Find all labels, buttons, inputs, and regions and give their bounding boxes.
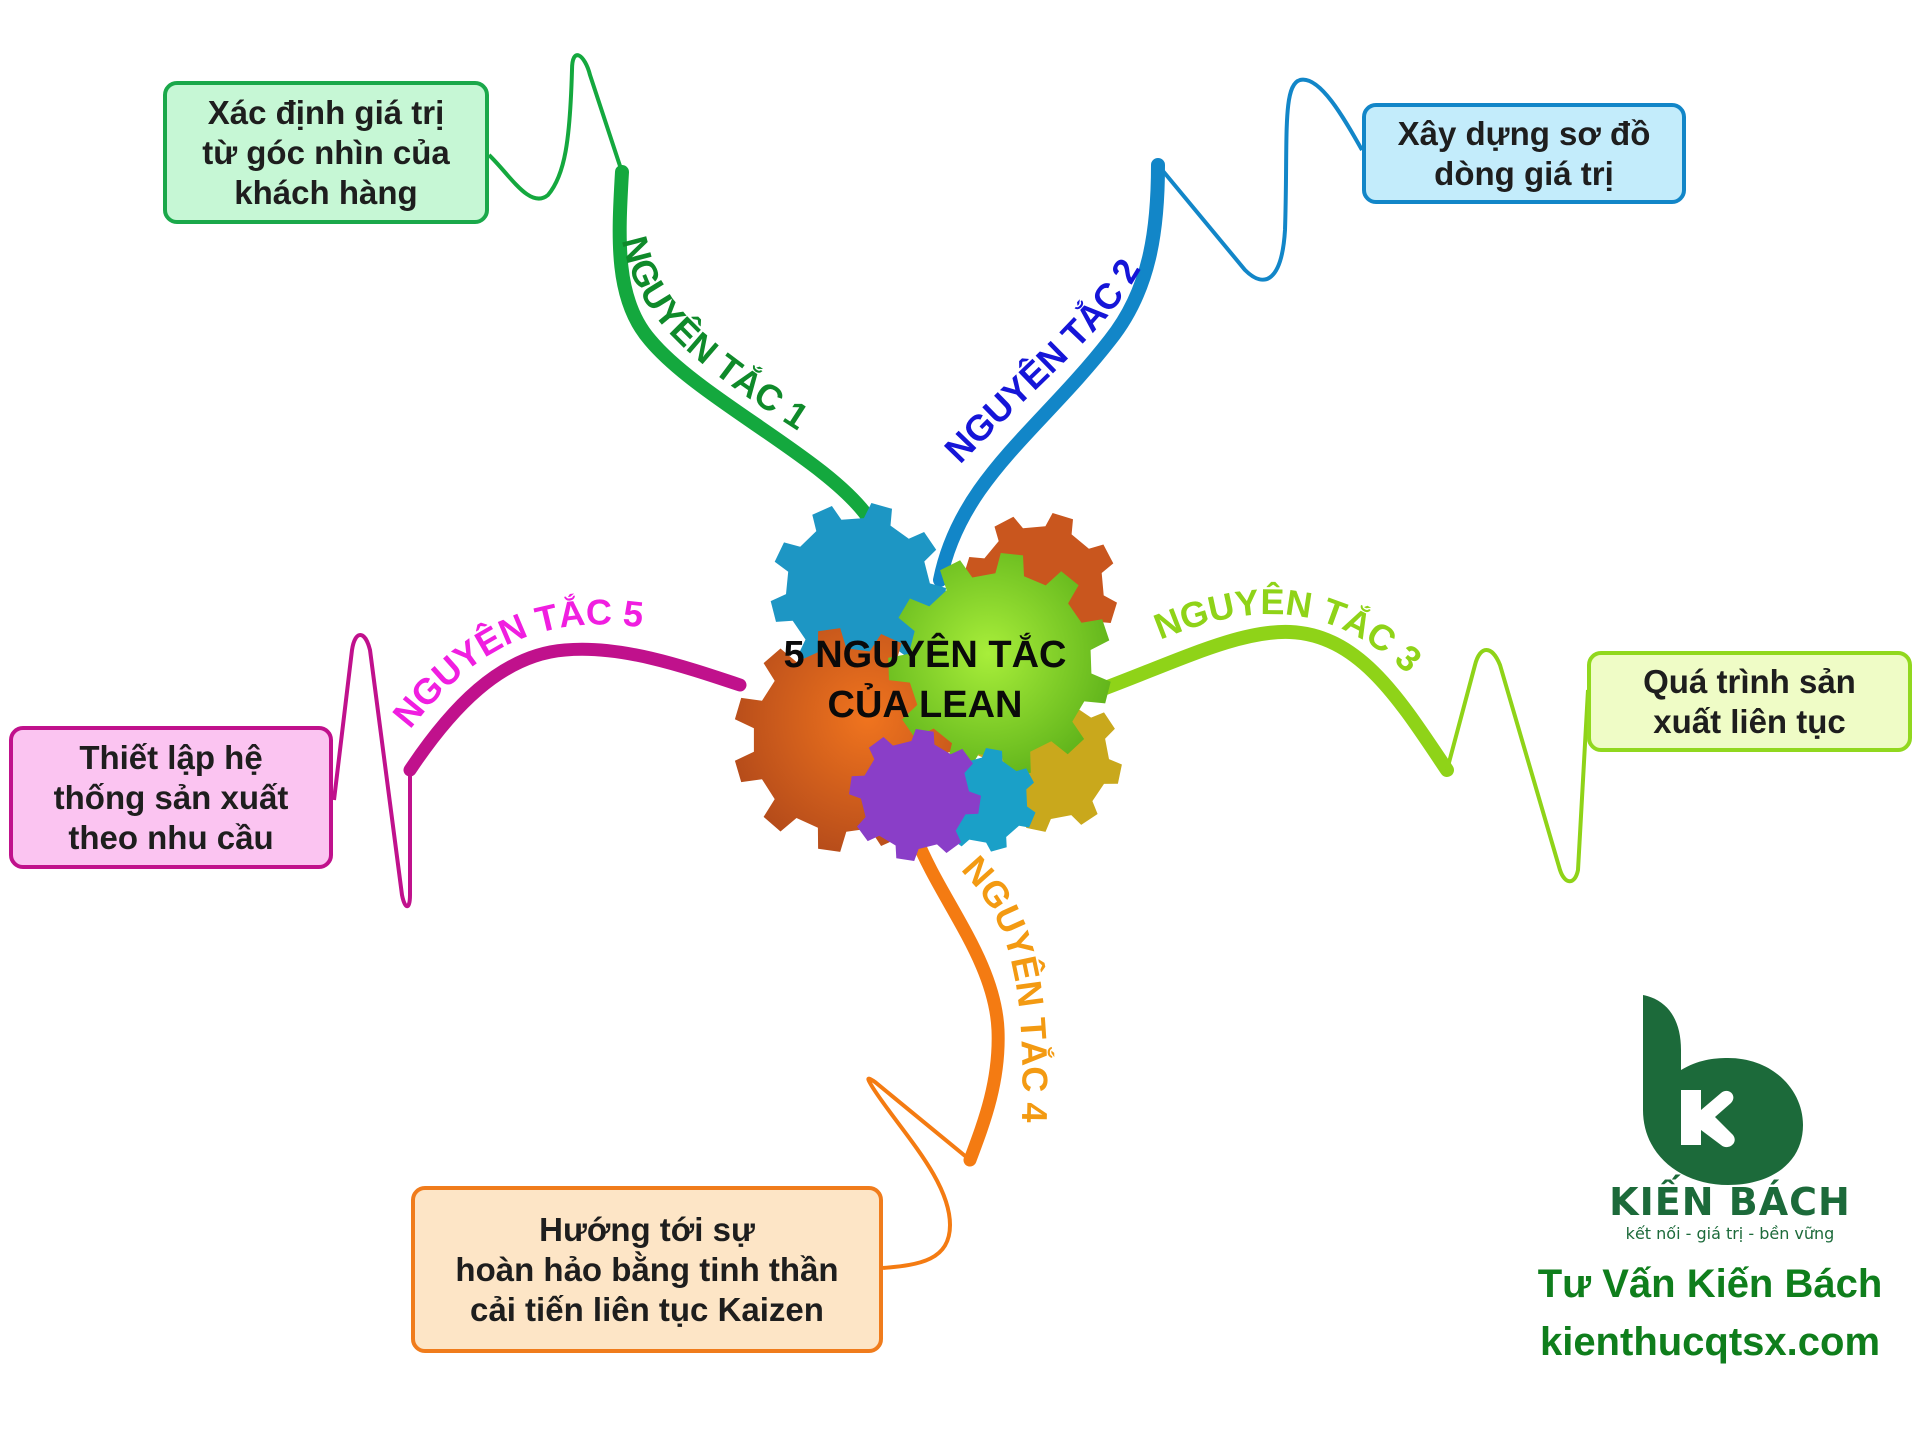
- branch-3-thick-line: [1093, 624, 1454, 777]
- branch-4: NGUYÊN TẮC 4: [866, 828, 1056, 1270]
- branch-1: NGUYÊN TẮC 1: [487, 53, 877, 527]
- brand-name: KIẾN BÁCH: [1609, 1180, 1851, 1224]
- principle-2-box: Xây dựng sơ đồ dòng giá trị: [1362, 103, 1686, 204]
- kien-bach-logo-icon: [1643, 995, 1803, 1185]
- footer-company-name: Tư Vấn Kiến Bách: [1537, 1262, 1883, 1306]
- branch-3-thin-line: [1445, 648, 1590, 884]
- branch-5-thin-line: [332, 633, 412, 909]
- branch-1-thin-line: [487, 53, 624, 201]
- gear-purple-icon: [849, 729, 981, 861]
- branch-5-thick-line: [403, 642, 747, 777]
- principle-3-box: Quá trình sản xuất liên tục: [1587, 651, 1912, 752]
- central-topic-title: 5 NGUYÊN TẮC CỦA LEAN: [783, 634, 1067, 726]
- gear-blue-icon: [770, 503, 946, 678]
- principle-1-box: Xác định giá trị từ góc nhìn của khách h…: [163, 81, 489, 224]
- gear-green-icon: [888, 553, 1111, 777]
- branch-2: NGUYÊN TẮC 2: [933, 77, 1364, 587]
- branch-2-label: NGUYÊN TẮC 2: [936, 252, 1148, 471]
- gears-cluster: [734, 503, 1122, 861]
- branch-4-thin-line: [866, 1076, 972, 1270]
- branch-2-thick-line: [933, 158, 1165, 587]
- principle-4-box: Hướng tới sự hoàn hảo bằng tinh thần cải…: [411, 1186, 883, 1353]
- branch-4-label: NGUYÊN TẮC 4: [954, 848, 1056, 1123]
- principle-5-box: Thiết lập hệ thống sản xuất theo nhu cầu: [9, 726, 333, 869]
- branch-2-thin-line: [1156, 77, 1364, 282]
- branch-3: NGUYÊN TẮC 3: [1093, 580, 1590, 884]
- footer-website: kienthucqtsx.com: [1539, 1320, 1881, 1364]
- branch-4-thick-line: [908, 828, 1005, 1167]
- branch-1-thick-line: [612, 165, 877, 527]
- brand-tagline: kết nối - giá trị - bền vững: [1625, 1224, 1835, 1243]
- branch-5: NGUYÊN TẮC 5: [332, 591, 747, 909]
